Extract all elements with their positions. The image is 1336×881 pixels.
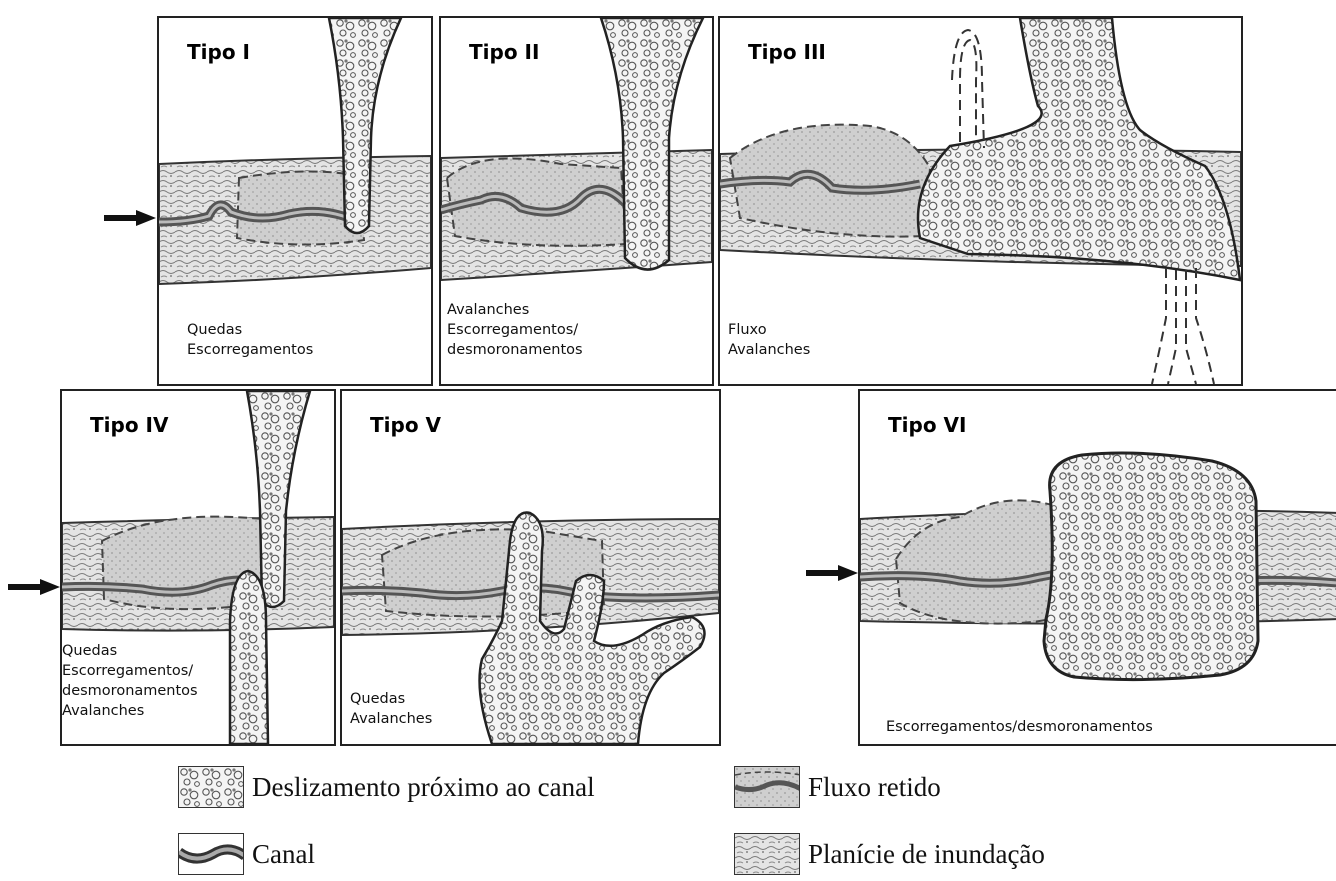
legend-label: Deslizamento próximo ao canal: [252, 772, 595, 803]
caption-line: Fluxo: [728, 320, 810, 340]
panel-title: Tipo V: [370, 413, 441, 437]
caption-line: desmoronamentos: [62, 681, 198, 701]
panel-tipo-ii: Tipo II Avalanches Escorregamentos/ desm…: [439, 16, 714, 386]
panel-caption: Quedas Escorregamentos/ desmoronamentos …: [62, 641, 198, 721]
caption-line: Quedas: [350, 689, 432, 709]
panel-caption: Escorregamentos/desmoronamentos: [886, 717, 1153, 737]
channel-pattern-icon: [178, 833, 244, 875]
caption-line: desmoronamentos: [447, 340, 583, 360]
panel-caption: Quedas Escorregamentos: [187, 320, 313, 360]
caption-line: Escorregamentos/: [447, 320, 583, 340]
legend-item-impounded-flow: Fluxo retido: [734, 765, 941, 809]
legend-item-landslide: Deslizamento próximo ao canal: [178, 765, 595, 809]
legend-item-channel: Canal: [178, 832, 315, 876]
panel-title: Tipo VI: [888, 413, 966, 437]
impounded-flow-pattern-icon: [734, 766, 800, 808]
caption-line: Avalanches: [728, 340, 810, 360]
panel-tipo-i: Tipo I Quedas Escorregamentos: [157, 16, 433, 386]
panel-tipo-iv: Tipo IV Quedas Escorregamentos/ desmoron…: [60, 389, 336, 746]
legend-label: Planície de inundação: [808, 839, 1045, 870]
panel-tipo-iii: Tipo III Fluxo Avalanches: [718, 16, 1243, 386]
caption-line: Escorregamentos/desmoronamentos: [886, 717, 1153, 737]
caption-line: Avalanches: [447, 300, 583, 320]
legend-item-floodplain: Planície de inundação: [734, 832, 1045, 876]
panel-tipo-vi: Tipo VI Escorregamentos/desmoronamentos: [858, 389, 1336, 746]
panel-title: Tipo IV: [90, 413, 168, 437]
caption-line: Quedas: [187, 320, 313, 340]
caption-line: Escorregamentos: [187, 340, 313, 360]
floodplain-pattern-icon: [734, 833, 800, 875]
panel-tipo-v: Tipo V Quedas Avalanches: [340, 389, 721, 746]
flow-arrow-icon: [104, 208, 158, 228]
panel-caption: Avalanches Escorregamentos/ desmoronamen…: [447, 300, 583, 360]
caption-line: Quedas: [62, 641, 198, 661]
flow-arrow-icon: [806, 563, 860, 583]
flow-arrow-icon: [8, 577, 62, 597]
legend-label: Canal: [252, 839, 315, 870]
caption-line: Avalanches: [350, 709, 432, 729]
panel-title: Tipo II: [469, 40, 539, 64]
panel-caption: Fluxo Avalanches: [728, 320, 810, 360]
landslide-pattern-icon: [178, 766, 244, 808]
panel-title: Tipo I: [187, 40, 250, 64]
legend-label: Fluxo retido: [808, 772, 941, 803]
caption-line: Escorregamentos/: [62, 661, 198, 681]
tipo-vi-illustration: [860, 391, 1336, 744]
panel-title: Tipo III: [748, 40, 826, 64]
caption-line: Avalanches: [62, 701, 198, 721]
panel-caption: Quedas Avalanches: [350, 689, 432, 729]
